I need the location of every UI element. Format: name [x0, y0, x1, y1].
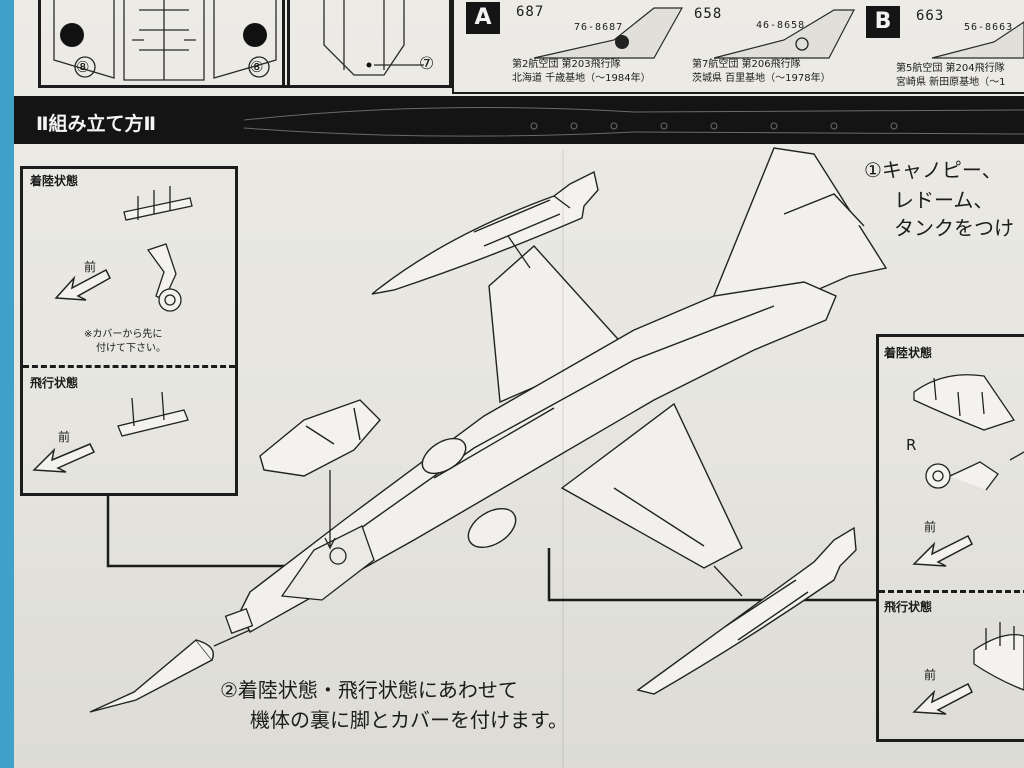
section-title: Ⅱ組み立て方Ⅱ [36, 113, 157, 135]
left-landing-gear-parts [123, 186, 193, 312]
marking-badge-a: A [466, 2, 500, 34]
canopy-part [259, 399, 381, 477]
wheel-well-right [243, 23, 267, 47]
marking-a2-caption-2: 茨城県 百里基地（～1978年） [692, 73, 831, 84]
marking-b1-number: 663 [916, 8, 945, 24]
callout-7: ⑦ [419, 54, 435, 74]
right-flight-title: 飛行状態 [884, 600, 933, 614]
nose-stub [224, 607, 254, 635]
band-outline-drawing [243, 107, 1024, 137]
part-view-box-left [38, 0, 290, 88]
marking-a2-tail-code: 46-8658 [756, 20, 806, 31]
right-landing-front: 前 [924, 520, 937, 534]
right-panel-divider [879, 590, 1024, 593]
marking-a1-caption-2: 北海道 千歳基地（～1984年） [512, 73, 651, 84]
upper-drop-tank [371, 170, 599, 295]
radome-leader-line [213, 629, 251, 647]
marking-a2-caption-1: 第7航空団 第206飛行隊 [692, 59, 801, 70]
marking-a1-tail-code: 76-8687 [574, 22, 624, 33]
lower-drop-tank [636, 526, 857, 695]
radome-part [89, 639, 214, 713]
fuselage [239, 281, 837, 633]
step1-line-2: レドーム、 [894, 188, 994, 212]
forward-arrow-icon [32, 268, 111, 473]
right-landing-gear-panel [876, 334, 1024, 742]
step1-line-1: ①キャノピー、 [864, 158, 1002, 182]
left-note-line-2: 付けて下さい。 [96, 343, 166, 354]
marking-badge-b: B [866, 6, 900, 38]
left-landing-title: 着陸状態 [30, 174, 79, 188]
marking-options-box [452, 0, 1024, 94]
cockpit-opening [280, 525, 375, 601]
right-flight-cover-part [973, 622, 1024, 691]
top-strip-drawings [53, 0, 1024, 81]
paper-fold-crease [562, 150, 564, 768]
left-landing-front: 前 [84, 260, 97, 274]
wheel-well-left [60, 23, 84, 47]
unit-emblem-icon [615, 35, 629, 49]
tail-underside-drawing [323, 0, 424, 76]
aircraft-assembly-drawing [32, 147, 1024, 715]
right-wing [560, 402, 743, 569]
marking-a1-number: 687 [516, 4, 545, 20]
marking-b1-caption-2: 宮崎県 新田原基地（～1 [896, 77, 1006, 88]
callout-circle-8-right [248, 56, 270, 78]
left-note-line-1: ※カバーから先に [84, 329, 163, 340]
part-view-box-right [282, 0, 452, 88]
step2-line-2: 機体の裏に脚とカバーを付けます。 [250, 708, 568, 732]
marking-a1-caption-1: 第2航空団 第203飛行隊 [512, 59, 621, 70]
lower-tank-leader-line [713, 565, 743, 597]
step1-line-3: タンクをつけ [894, 216, 1014, 240]
marking-b1-tail-code: 56-8663 [964, 22, 1014, 33]
left-panel-divider [23, 365, 235, 368]
left-landing-gear-panel [20, 166, 238, 496]
unit-emblem-icon-2 [795, 37, 809, 51]
right-forward-arrow-icon [912, 534, 973, 715]
marking-b1-caption-1: 第5航空団 第204飛行隊 [896, 63, 1005, 74]
left-flight-title: 飛行状態 [30, 376, 79, 390]
fuselage-underside-drawing [53, 0, 277, 81]
right-flight-front: 前 [924, 668, 937, 682]
tail-marking-silhouettes [533, 7, 1024, 59]
left-flight-cover-part [117, 391, 189, 437]
step2-line-1: ②着陸状態・飛行状態にあわせて [220, 678, 518, 702]
upper-tank-leader-line [507, 235, 531, 269]
right-side-label: R [906, 436, 917, 454]
right-landing-gear-parts [913, 374, 1024, 491]
left-flight-front: 前 [58, 430, 71, 444]
marking-a2-number: 658 [694, 6, 723, 22]
right-landing-title: 着陸状態 [884, 346, 933, 360]
callout-8-right: ⑧ [250, 58, 264, 76]
callout-circle-8-left [74, 56, 96, 78]
callout-8-left: ⑧ [76, 58, 90, 76]
instruction-sheet: ⑧ ⑧ ⑦ A 687 76-8687 第2航空団 第203飛行隊 北海道 千歳… [14, 0, 1024, 768]
